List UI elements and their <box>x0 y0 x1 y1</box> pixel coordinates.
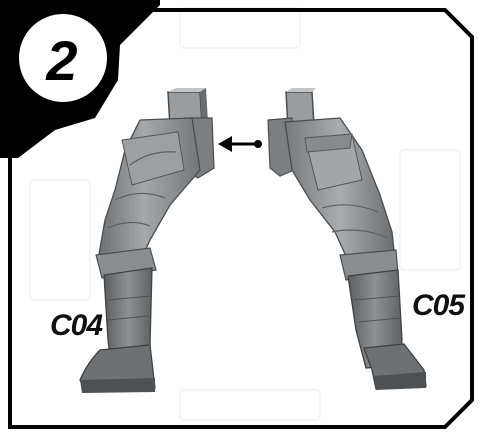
part-label-c04: C04 <box>50 309 102 343</box>
part-label-c05: C05 <box>412 289 464 323</box>
part-c05-leg <box>268 88 426 390</box>
double-ended-arrow-icon <box>218 136 262 152</box>
step-number: 2 <box>22 20 102 100</box>
part-c04-leg <box>80 88 214 393</box>
